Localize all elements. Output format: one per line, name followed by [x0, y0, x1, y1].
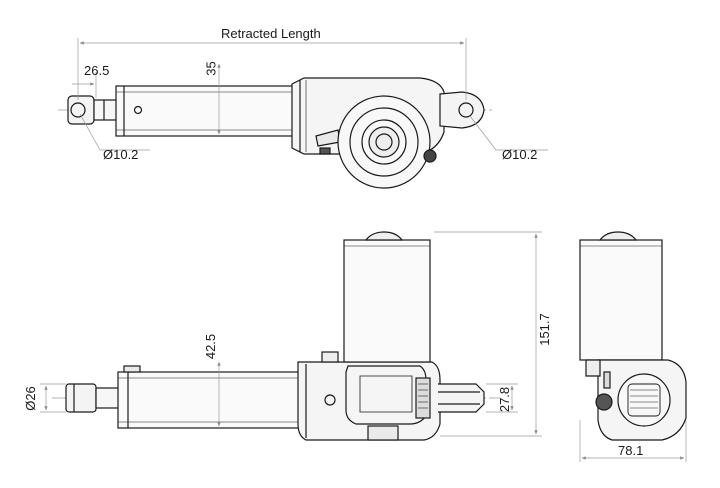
rear-hole-label: Ø10.2	[502, 147, 538, 162]
retracted-length-label: Retracted Length	[221, 26, 321, 41]
total-height-label: 151.7	[536, 313, 552, 346]
clevis-width-label: 27.8	[497, 386, 513, 413]
side-motor	[343, 231, 431, 363]
end-view	[579, 231, 687, 441]
end-view-gearbox	[585, 359, 687, 441]
side-rear-clevis	[438, 383, 485, 413]
side-outer-tube	[117, 365, 301, 429]
side-rod-end	[65, 383, 121, 413]
rod-diameter-label: Ø26	[22, 386, 38, 411]
top-view	[58, 77, 492, 189]
side-gearbox	[297, 351, 441, 441]
end-view-motor	[579, 231, 663, 361]
side-view-dimensions	[40, 231, 542, 437]
body-height-label: 42.5	[203, 333, 219, 360]
front-rod-end	[67, 95, 119, 125]
outer-tube	[115, 85, 295, 137]
front-hole-label: Ø10.2	[103, 147, 139, 162]
end-view-dimensions	[579, 420, 687, 462]
side-view	[52, 231, 500, 441]
end-width-label: 78.1	[618, 443, 644, 458]
rear-clevis	[439, 91, 485, 129]
rod-height-label: 35	[203, 61, 219, 76]
rear-hole-leader	[469, 115, 497, 151]
motor-end-cap	[337, 95, 437, 189]
front-hole-leader	[79, 113, 101, 151]
top-view-dimensions	[72, 38, 548, 151]
rod-end-offset-label: 26.5	[84, 63, 110, 78]
